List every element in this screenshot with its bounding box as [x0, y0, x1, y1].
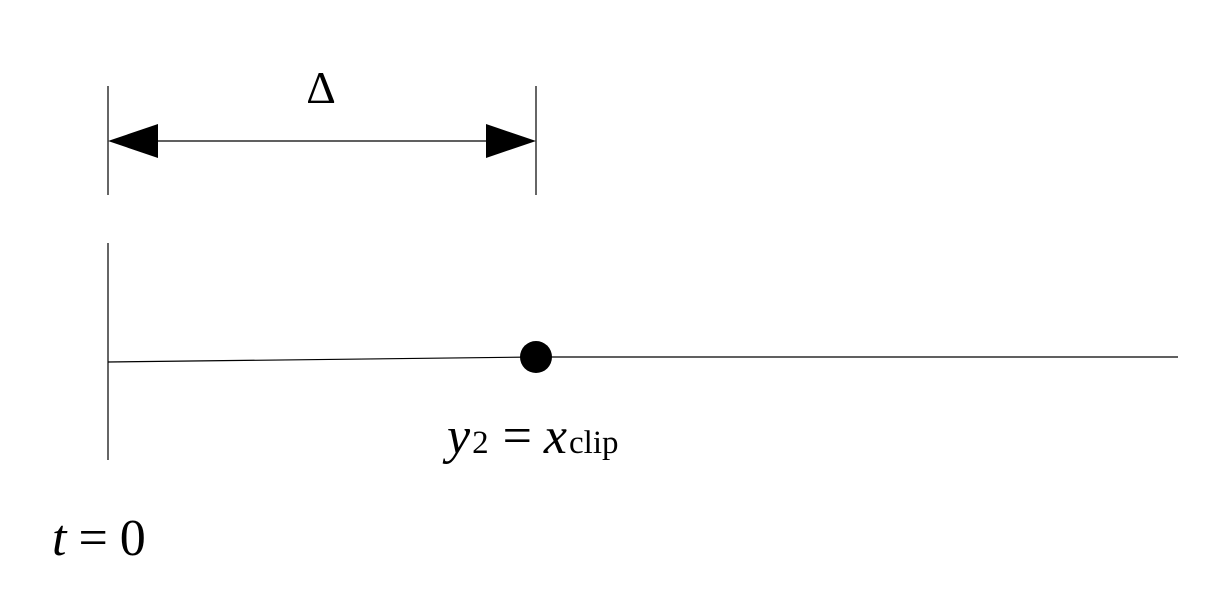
- delta-right-arrowhead: [486, 124, 536, 158]
- t-equals-sign: =: [78, 510, 107, 567]
- t-symbol: t: [52, 510, 68, 567]
- equals-sign: =: [503, 408, 532, 465]
- t-value: 0: [120, 510, 146, 567]
- x-subscript: clip: [569, 425, 618, 461]
- time-origin-label: t=0: [52, 510, 146, 567]
- x-symbol: x: [543, 408, 567, 465]
- delta-left-arrowhead: [108, 124, 158, 158]
- delta-label: Δ: [306, 62, 336, 113]
- y-subscript: 2: [472, 425, 489, 461]
- y-symbol: y: [442, 408, 471, 465]
- time-axis-line: [107, 356, 537, 363]
- clip-point-marker: [520, 341, 552, 373]
- clip-point-label: y2 =xclip: [442, 408, 619, 465]
